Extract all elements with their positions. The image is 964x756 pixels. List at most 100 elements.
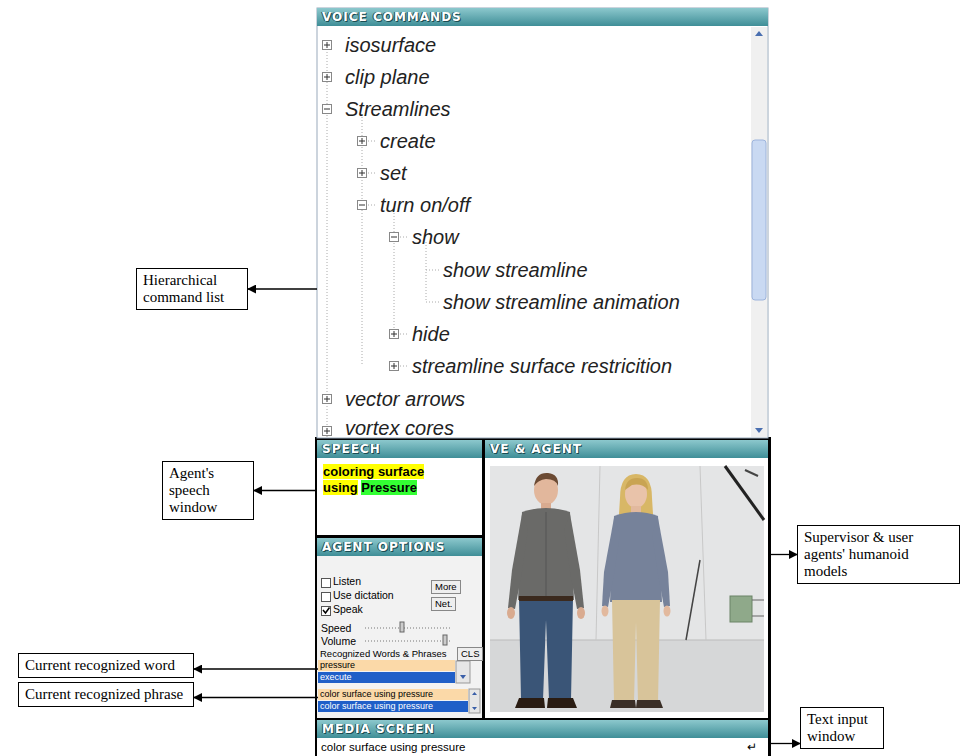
callout-label: Current recognized phrase [25, 686, 187, 703]
tree-expanders-part [358, 169, 367, 178]
callout-box: Current recognized word [18, 653, 194, 678]
panel-frame-part [317, 440, 482, 535]
callout-label: Agent's speech window [169, 465, 247, 516]
callout-box: Agent's speech window [162, 461, 254, 520]
male-agent-figure-part [508, 514, 528, 609]
tree-item: show [412, 226, 459, 248]
panel-header: VOICE COMMANDS [317, 8, 768, 26]
tree-item: create [380, 130, 436, 152]
option-controls-part [456, 661, 470, 683]
scrollbar-part [755, 428, 763, 433]
option-controls-part [323, 608, 330, 614]
callout-box: Supervisor & user agents' humanoid model… [797, 525, 960, 584]
virtual-environment-scene [490, 466, 764, 712]
tree-lines-part [362, 114, 363, 366]
panel-header: VE & AGENT [485, 440, 768, 458]
tree-expanders-part [358, 201, 367, 210]
female-agent-figure-part [602, 606, 609, 617]
tree-expanders-part [323, 41, 332, 50]
panel-frame-part [317, 720, 768, 756]
tree-expanders-part [390, 362, 399, 371]
male-agent-figure-part [515, 698, 577, 708]
button-label: Net. [431, 597, 456, 611]
virtual-environment-scene-part [752, 600, 764, 616]
speech-phrase: Pressure [361, 480, 417, 495]
callout-label: Current recognized word [25, 657, 187, 674]
callout-label: Hierarchical command list [143, 272, 241, 306]
male-agent-figure-part [519, 596, 573, 601]
panel-frame-part [317, 8, 768, 438]
scrollbar-part [751, 27, 767, 437]
panel-frame-part [317, 538, 482, 718]
male-agent-figure [507, 473, 585, 708]
virtual-environment-scene-part [725, 466, 764, 520]
tree-lines-part [362, 141, 408, 366]
recognized-phrase-list: color surface using pressurecolor surfac… [318, 688, 468, 714]
tree-expanders-part [323, 427, 332, 436]
button-label: More [431, 580, 461, 594]
option-controls-part [469, 689, 480, 713]
male-agent-figure-part [577, 607, 585, 619]
tree-item: set [380, 162, 407, 184]
tree-expanders-part [324, 109, 330, 110]
tree-expanders-part [324, 74, 330, 80]
tree-expanders-part [324, 396, 330, 402]
callout-arrow [194, 668, 318, 669]
callout-box: Current recognized phrase [18, 682, 194, 707]
female-agent-figure [602, 474, 671, 708]
option-controls-part [322, 593, 331, 602]
male-agent-figure-part [519, 598, 573, 700]
tree-item: isosurface [345, 34, 436, 56]
male-agent-figure-part [507, 607, 515, 619]
list-row: color surface using pressure [318, 689, 468, 700]
virtual-environment-scene-part [745, 470, 758, 476]
ui-label: ↵ [747, 739, 757, 755]
scrollbar [751, 27, 767, 437]
callout-arrow [254, 490, 317, 491]
female-agent-figure-part [602, 518, 620, 607]
female-agent-figure-part [610, 700, 663, 708]
callout-label: Supervisor & user agents' humanoid model… [804, 529, 953, 580]
female-agent-figure-part [664, 606, 671, 617]
male-agent-figure-part [518, 508, 574, 600]
callout-box: Hierarchical command list [136, 268, 248, 310]
callout-arrow [248, 288, 317, 289]
tree-item: hide [412, 323, 450, 345]
tree-item: streamline surface restricition [412, 355, 672, 377]
tree-expanders-part [323, 105, 332, 114]
ui-label: Speak [333, 603, 363, 616]
tree-expanders-part [390, 330, 399, 339]
female-agent-figure-part [612, 600, 660, 702]
tree-expanders-part [391, 237, 397, 238]
ui-label: color surface using pressure [321, 739, 465, 755]
scrollbar-part [752, 140, 766, 300]
ve-agent-panel: VE & AGENT [485, 440, 768, 718]
panel-header: SPEECH [317, 440, 482, 458]
tree-item: show streamline [443, 259, 588, 281]
tree-item: vector arrows [345, 388, 465, 410]
tree-expanders-part [324, 42, 330, 48]
callout-box: Text input window [800, 707, 884, 749]
ui-label: Speed [321, 622, 351, 635]
female-agent-figure-part [610, 512, 662, 602]
ui-label: Volume [321, 635, 356, 648]
panel-frame-part [485, 440, 768, 718]
male-agent-figure-part [546, 512, 547, 600]
tree-lines-part [327, 40, 328, 437]
text-input-field: color surface using pressure ↵ [317, 738, 768, 756]
panel-frame-part [315, 437, 771, 756]
voice-commands-panel: VOICE COMMANDSisosurfaceclip planeStream… [317, 8, 768, 438]
tree-expanders-part [359, 138, 365, 144]
tree-expanders-part [323, 73, 332, 82]
option-controls-part [460, 675, 466, 679]
option-controls-part [365, 628, 452, 641]
list-row: pressure [318, 660, 455, 671]
virtual-environment-scene-part [686, 560, 700, 640]
list-row: color surface using pressure [318, 701, 468, 712]
tree-expanders-part [323, 395, 332, 404]
tree-expanders-part [359, 170, 365, 176]
callout-label: Text input window [807, 711, 877, 745]
